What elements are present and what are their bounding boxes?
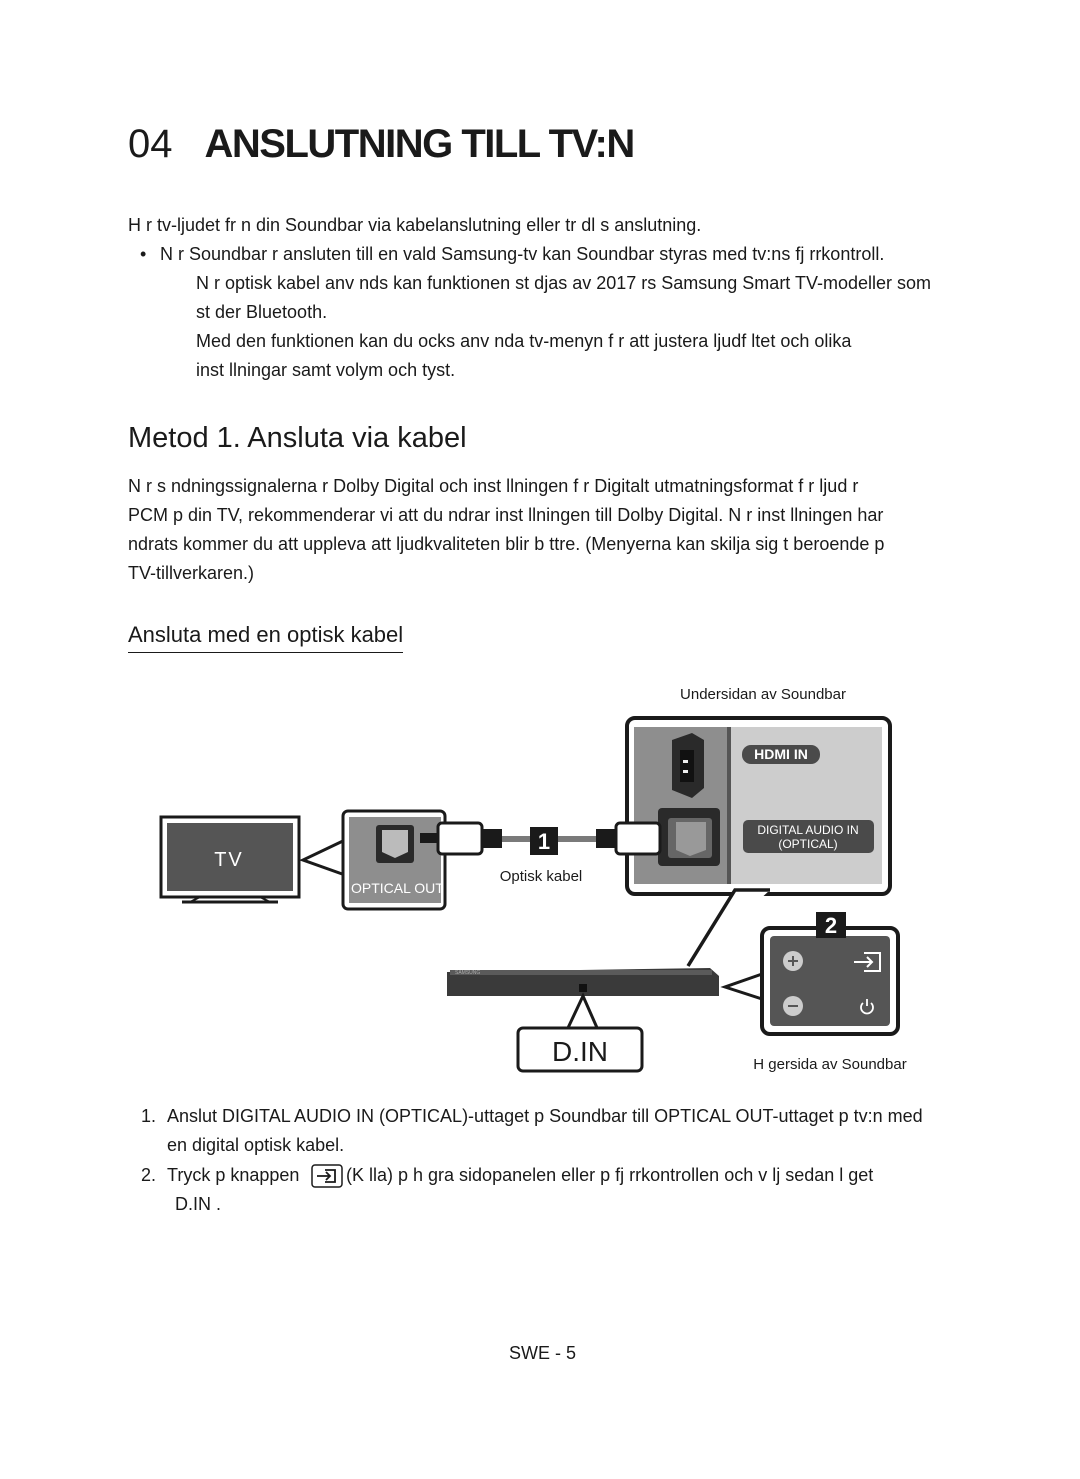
soundbar-icon: SAMSUNG xyxy=(447,968,719,996)
source-icon xyxy=(854,952,881,972)
chapter-title: 04 ANSLUTNING TILL TV:N xyxy=(128,122,636,167)
digital-audio-in-label: DIGITAL AUDIO IN xyxy=(757,823,858,837)
bullet-line-2: N r optisk kabel anv nds kan funktionen … xyxy=(196,273,932,293)
hdmi-port-icon xyxy=(672,733,704,798)
tv-icon: TV xyxy=(159,815,301,904)
step-2-badge xyxy=(816,912,846,938)
bullet-line-3: st der Bluetooth. xyxy=(196,302,328,322)
step-1-line-1: Anslut DIGITAL AUDIO IN (OPTICAL)-uttage… xyxy=(167,1106,923,1126)
subsection-heading: Ansluta med en optisk kabel xyxy=(128,622,404,653)
step-2-line-2: D.IN . xyxy=(175,1194,222,1214)
soundbar-bottom-panel: HDMI IN DIGITAL AUDIO IN (OPTICAL) xyxy=(625,716,892,896)
tv-label: TV xyxy=(214,849,244,871)
optical-out-label: OPTICAL OUT xyxy=(351,880,444,896)
power-icon xyxy=(860,999,874,1015)
method-para-line-3: ndrats kommer du att uppleva att ljudkva… xyxy=(128,534,885,554)
optical-in-port-icon xyxy=(658,808,720,866)
bullet-marker: • xyxy=(140,244,147,264)
step-1-marker: 1. xyxy=(141,1106,157,1126)
chapter-heading: ANSLUTNING TILL TV:N xyxy=(204,122,636,166)
bullet-line-1: N r Soundbar r ansluten till en vald Sam… xyxy=(160,244,885,264)
bullet-line-5: inst llningar samt volym och tyst. xyxy=(196,360,456,380)
step-1-number: 1 xyxy=(538,829,550,854)
volume-up-icon xyxy=(783,951,803,971)
step-2-marker: 2. xyxy=(141,1165,157,1185)
page-number: SWE - 5 xyxy=(509,1343,577,1363)
display-callout xyxy=(516,1026,644,1073)
method-para-line-2: PCM p din TV, rekommenderar vi att du nd… xyxy=(128,505,884,525)
svg-text:SAMSUNG: SAMSUNG xyxy=(455,970,480,976)
cable-label: Optisk kabel xyxy=(500,868,583,885)
method-para-line-4: TV-tillverkaren.) xyxy=(128,563,255,583)
right-side-label: H gersida av Soundbar xyxy=(753,1056,906,1073)
hdmi-in-label: HDMI IN xyxy=(754,746,808,762)
step-2-line-1a: Tryck p knappen xyxy=(167,1165,300,1185)
bottom-side-label: Undersidan av Soundbar xyxy=(680,686,846,703)
chapter-number: 04 xyxy=(128,122,173,166)
optical-paren-label: (OPTICAL) xyxy=(778,837,837,851)
bullet-line-4: Med den funktionen kan du ocks anv nda t… xyxy=(196,331,852,351)
step-1-line-2: en digital optisk kabel. xyxy=(167,1135,345,1155)
step-2-line-1b: (K lla) p h gra sidopanelen eller p fj r… xyxy=(346,1165,874,1185)
source-button-icon xyxy=(311,1164,343,1188)
intro-text: H r tv-ljudet fr n din Soundbar via kabe… xyxy=(128,215,702,235)
method-title: Metod 1. Ansluta via kabel xyxy=(128,422,467,454)
volume-down-icon xyxy=(783,996,803,1016)
soundbar-right-panel xyxy=(760,926,900,1036)
step-2-number: 2 xyxy=(825,913,837,938)
step-1-badge xyxy=(530,827,558,855)
tv-optical-out-panel: OPTICAL OUT xyxy=(341,809,447,911)
method-para-line-1: N r s ndningssignalerna r Dolby Digital … xyxy=(128,476,859,496)
display-text: D.IN xyxy=(552,1036,608,1067)
